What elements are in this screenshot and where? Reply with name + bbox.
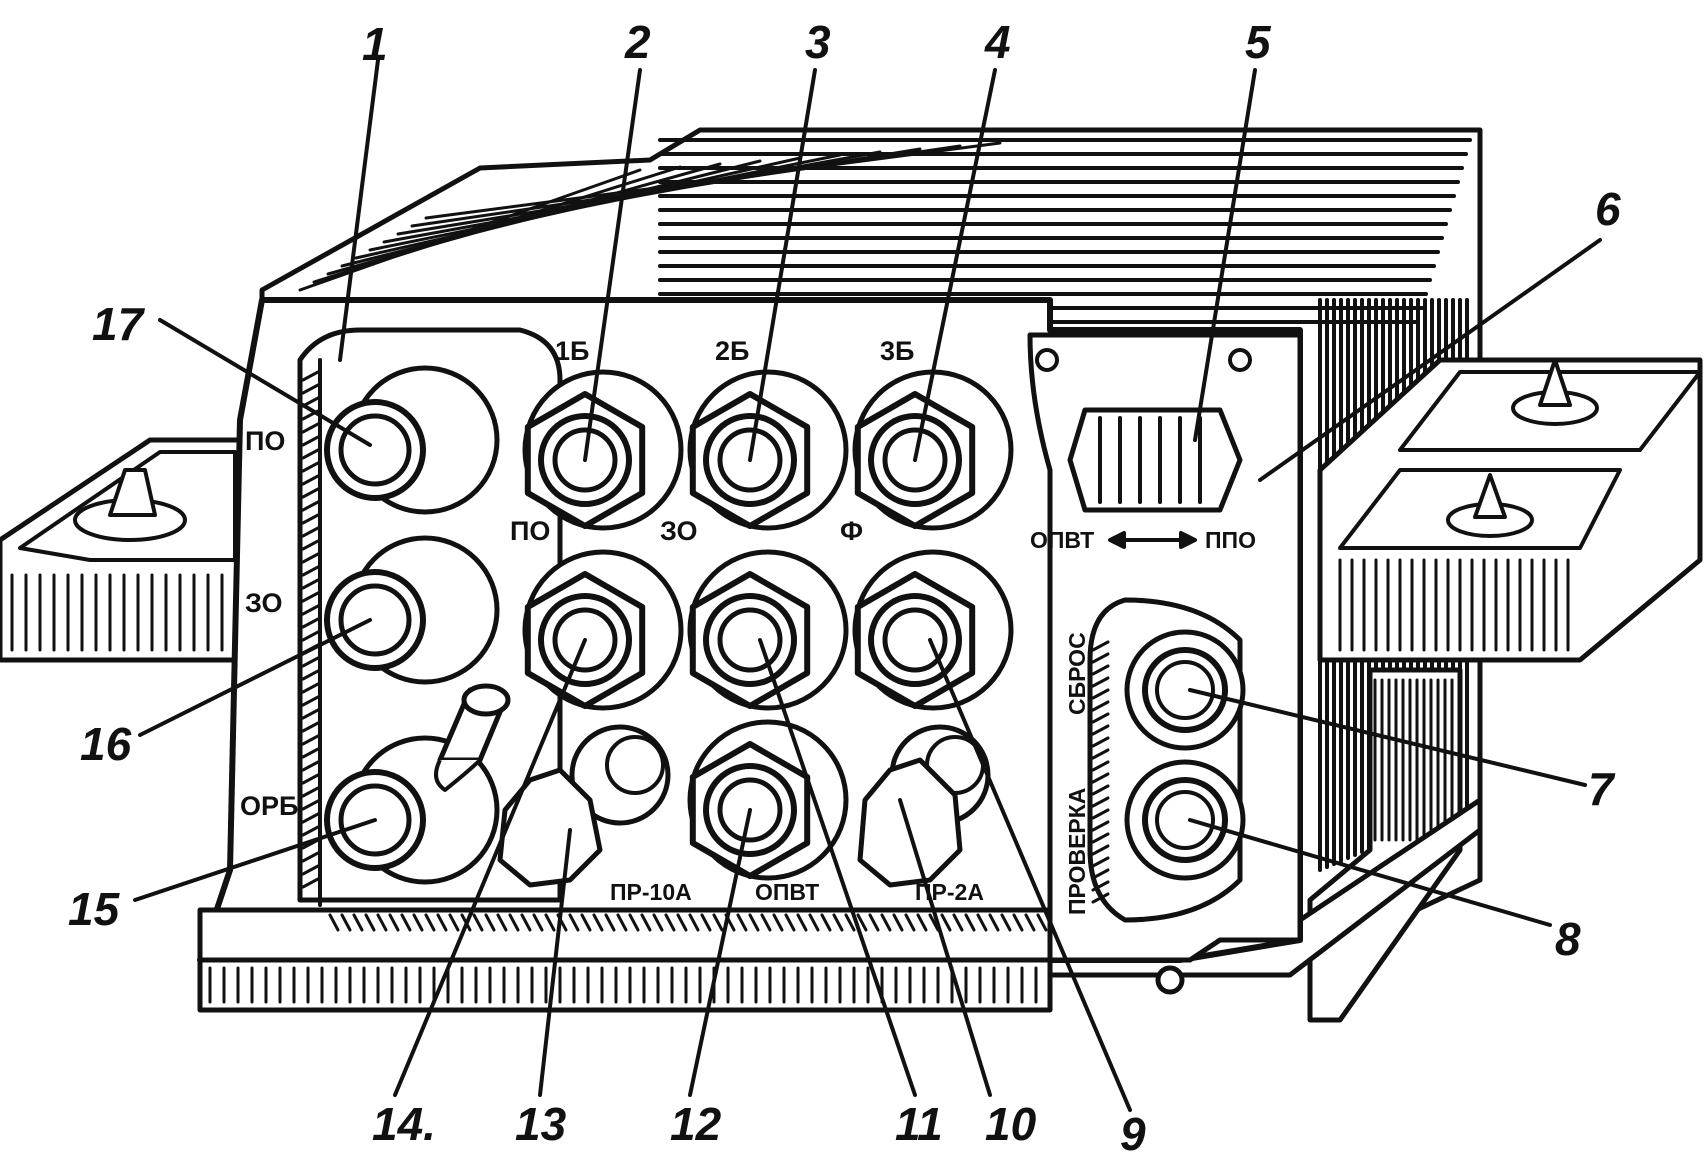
callout-10: 10 [985, 1098, 1037, 1150]
callout-13: 13 [515, 1098, 567, 1150]
label-opvt-bottom: ОПВТ [755, 879, 819, 905]
label-opvt-switch: ОПВТ [1030, 527, 1094, 553]
right-button-column [1124, 629, 1246, 881]
button-po-center [522, 549, 684, 711]
fuse-holder-pr10 [497, 724, 671, 888]
panel-labels: 1Б 2Б 3Б ПО ЗО Ф ПО ЗО ОРБ ПР-10А ОПВТ П… [240, 336, 1256, 915]
label-zo: ЗО [660, 516, 698, 546]
button-zo [324, 535, 500, 685]
label-left-po: ПО [245, 426, 285, 456]
label-left-zo: ЗО [245, 588, 283, 618]
button-1b [522, 369, 684, 531]
label-2b: 2Б [715, 336, 749, 366]
left-button-column [324, 365, 500, 885]
button-2b [687, 369, 849, 531]
callout-12: 12 [670, 1098, 722, 1150]
callout-numbers: 1 2 3 4 5 6 7 8 9 10 11 12 13 14. 15 16 … [68, 16, 1621, 1158]
callout-5: 5 [1245, 16, 1272, 68]
button-opvt [687, 719, 849, 881]
callout-11: 11 [895, 1098, 943, 1150]
label-1b: 1Б [555, 336, 589, 366]
callout-16: 16 [80, 718, 132, 770]
label-ppo: ППО [1205, 527, 1256, 553]
label-3b: 3Б [880, 336, 914, 366]
indicator-lamp [434, 683, 511, 792]
button-3b [852, 369, 1014, 531]
label-f: Ф [840, 516, 863, 546]
callout-3: 3 [805, 16, 831, 68]
button-proverka [1124, 759, 1246, 881]
button-f [852, 549, 1014, 711]
label-pr10a: ПР-10А [610, 879, 692, 905]
label-proverka: ПРОВЕРКА [1064, 788, 1090, 915]
callout-2: 2 [624, 16, 651, 68]
callout-8: 8 [1555, 913, 1581, 965]
label-sbros: СБРОС [1064, 632, 1090, 715]
label-left-orb: ОРБ [240, 791, 298, 821]
left-mounting-bracket [0, 437, 253, 663]
fuse-holder-pr2 [857, 724, 991, 888]
leader-lines [133, 58, 1602, 1112]
callout-7: 7 [1588, 763, 1616, 815]
label-po: ПО [510, 516, 550, 546]
callout-14: 14. [372, 1098, 436, 1150]
callout-9: 9 [1120, 1108, 1146, 1158]
button-zo-center [687, 549, 849, 711]
button-sbros [1124, 629, 1246, 751]
button-po [324, 365, 500, 515]
callout-17: 17 [92, 298, 146, 350]
callout-4: 4 [984, 16, 1011, 68]
callout-15: 15 [68, 883, 121, 935]
callout-1: 1 [362, 18, 388, 70]
callout-6: 6 [1595, 183, 1621, 235]
